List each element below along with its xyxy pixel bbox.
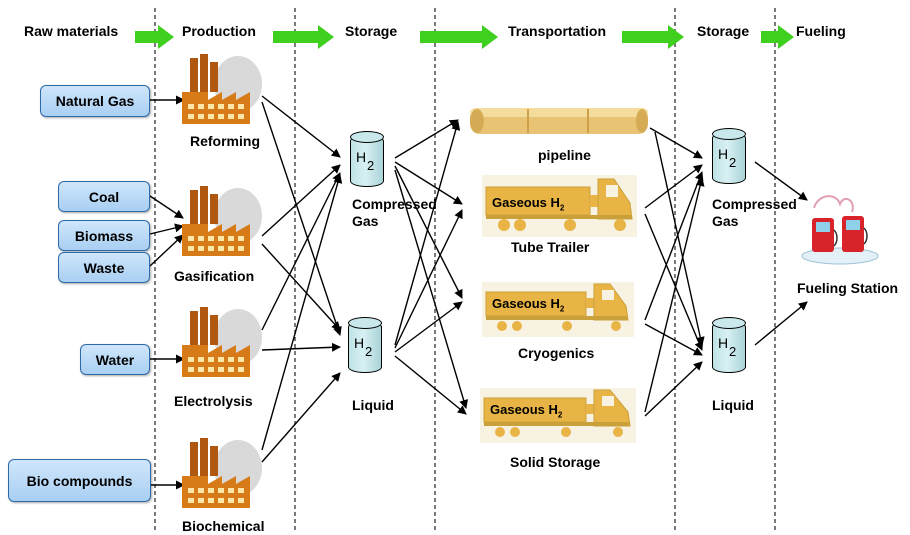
tank-icon: H 2 bbox=[712, 317, 746, 375]
factory-icon bbox=[182, 186, 262, 256]
stage-storage-right: Storage bbox=[697, 23, 750, 39]
transport-tube-trailer-label: Tube Trailer bbox=[511, 239, 590, 255]
truck-icon: Gaseous H2 bbox=[482, 282, 634, 337]
truck-icon: Gaseous H2 bbox=[482, 175, 637, 237]
pipeline-icon bbox=[470, 108, 648, 134]
source-water: Water bbox=[80, 344, 150, 375]
truck-label: Gaseous H2 bbox=[492, 195, 565, 213]
production-electrolysis-label: Electrolysis bbox=[174, 393, 253, 409]
stage-production: Production bbox=[182, 23, 256, 39]
storage-right-compressed-gas-label: Compressed Gas bbox=[712, 196, 797, 229]
stage-arrow-5 bbox=[761, 25, 794, 49]
stage-transportation: Transportation bbox=[508, 23, 607, 39]
storage-right-liquid-label: Liquid bbox=[712, 397, 754, 413]
truck-label: Gaseous H2 bbox=[490, 402, 563, 420]
stage-storage-left: Storage bbox=[345, 23, 398, 39]
source-waste: Waste bbox=[58, 252, 150, 283]
tank-icon: H 2 bbox=[712, 128, 746, 186]
truck-label: Gaseous H2 bbox=[492, 296, 565, 314]
factory-icon bbox=[182, 54, 262, 124]
fueling-station-label: Fueling Station bbox=[797, 280, 899, 296]
flow-arrows bbox=[149, 95, 808, 490]
production-gasification-label: Gasification bbox=[174, 268, 255, 284]
source-bio-compounds: Bio compounds bbox=[8, 459, 151, 502]
source-coal: Coal bbox=[58, 181, 150, 212]
stage-arrow-4 bbox=[622, 25, 684, 49]
tank-sub-label: 2 bbox=[365, 344, 373, 359]
stage-arrow-1 bbox=[135, 25, 174, 49]
stage-fueling: Fueling bbox=[796, 23, 846, 39]
tank-h-label: H bbox=[718, 335, 729, 351]
tank-h-label: H bbox=[354, 335, 365, 351]
stage-arrow-3 bbox=[420, 25, 498, 49]
transport-cryogenics-label: Cryogenics bbox=[518, 345, 595, 361]
factory-icon bbox=[182, 438, 262, 508]
truck-icon: Gaseous H2 bbox=[480, 388, 636, 443]
production-biochemical-label: Biochemical bbox=[182, 518, 265, 534]
tank-h-label: H bbox=[718, 146, 729, 162]
transport-pipeline-label: pipeline bbox=[538, 147, 591, 163]
tank-icon: H 2 bbox=[348, 317, 382, 375]
tank-h-label: H bbox=[356, 149, 367, 165]
factory-icon bbox=[182, 307, 262, 377]
source-natural-gas: Natural Gas bbox=[40, 85, 150, 117]
tank-sub-label: 2 bbox=[367, 158, 375, 173]
tank-sub-label: 2 bbox=[729, 155, 737, 170]
production-reforming-label: Reforming bbox=[190, 133, 260, 149]
tank-sub-label: 2 bbox=[729, 344, 737, 359]
storage-compressed-gas-label: Compressed Gas bbox=[352, 196, 437, 229]
stage-arrows bbox=[135, 25, 794, 49]
stage-dividers bbox=[154, 8, 776, 530]
stage-raw-materials: Raw materials bbox=[24, 23, 119, 39]
fueling-station-icon bbox=[801, 195, 879, 265]
tank-icon: H 2 bbox=[350, 131, 384, 189]
transport-solid-storage-label: Solid Storage bbox=[510, 454, 601, 470]
source-biomass: Biomass bbox=[58, 220, 150, 251]
storage-liquid-label: Liquid bbox=[352, 397, 394, 413]
stage-arrow-2 bbox=[273, 25, 334, 49]
